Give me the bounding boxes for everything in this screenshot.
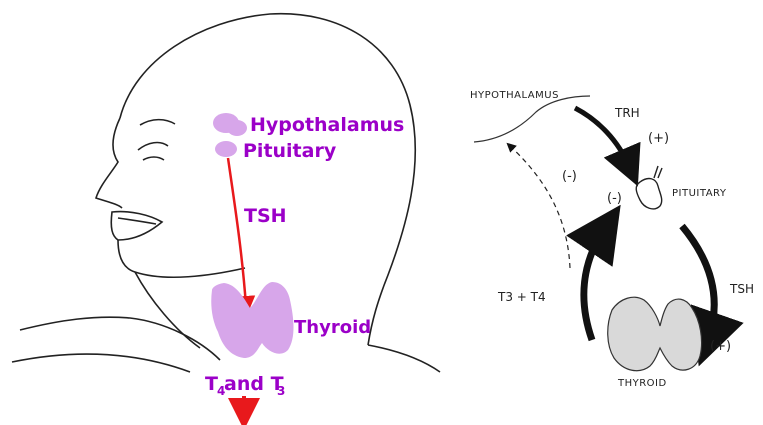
and-t3: and T bbox=[224, 373, 284, 395]
label-minus-left: (-) bbox=[562, 169, 577, 184]
label-plus-top: (+) bbox=[648, 131, 669, 146]
label-trh: TRH bbox=[614, 106, 640, 120]
label-hypothalamus-right: HYPOTHALAMUS bbox=[470, 90, 559, 101]
label-tsh-right: TSH bbox=[729, 282, 754, 296]
hypothalamus-boundary bbox=[474, 96, 590, 142]
label-pituitary-right: PITUITARY bbox=[672, 188, 727, 199]
t3-subscript: 3 bbox=[277, 384, 285, 398]
label-plus-bottom: (+) bbox=[710, 339, 731, 354]
pituitary-gland bbox=[215, 141, 237, 157]
label-thyroid-left: Thyroid bbox=[294, 317, 371, 338]
negative-feedback-hypothalamus-arrow bbox=[510, 146, 570, 268]
tsh-arrow bbox=[228, 158, 246, 306]
label-pituitary: Pituitary bbox=[243, 140, 337, 162]
label-thyroid-right: THYROID bbox=[617, 378, 667, 389]
pituitary-icon bbox=[636, 166, 662, 209]
thyroid-gland bbox=[211, 282, 293, 358]
hypothalamus-gland bbox=[213, 113, 247, 136]
label-tsh-left: TSH bbox=[244, 205, 287, 227]
t3-t4-feedback-arrow bbox=[584, 228, 605, 340]
label-hypothalamus: Hypothalamus bbox=[250, 114, 404, 136]
label-t4-and-t3: T 4 and T 3 bbox=[205, 373, 285, 398]
label-minus-pituitary: (-) bbox=[607, 191, 622, 206]
label-t3-t4: T3 + T4 bbox=[497, 290, 546, 304]
thyroid-icon bbox=[608, 297, 702, 370]
